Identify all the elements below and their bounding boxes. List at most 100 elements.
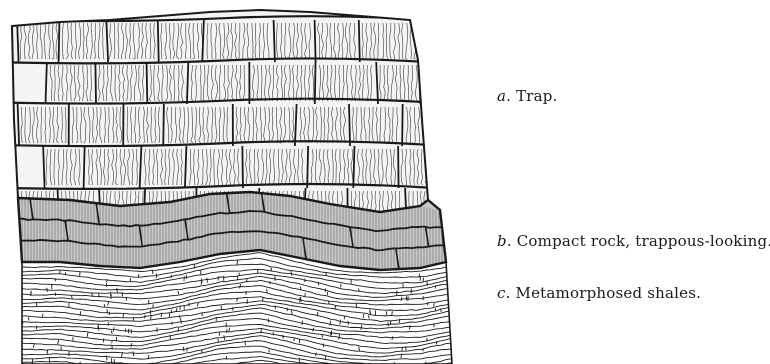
trap-block-edge bbox=[84, 146, 85, 188]
trap-hatch bbox=[426, 107, 428, 143]
shale-fracture bbox=[301, 297, 302, 302]
trap-block-edge bbox=[59, 20, 60, 62]
shale-fracture bbox=[325, 356, 326, 360]
trap-block-edge bbox=[307, 146, 308, 188]
shale-fracture bbox=[273, 332, 274, 335]
trap-hatch bbox=[469, 23, 470, 59]
legend-letter-b: b bbox=[497, 232, 507, 250]
trap-hatch bbox=[477, 23, 479, 59]
shale-fracture bbox=[341, 284, 342, 287]
shale-fracture bbox=[207, 278, 208, 283]
shale-fracture bbox=[107, 279, 108, 282]
trap-hatch bbox=[457, 23, 459, 59]
trap-hatch bbox=[423, 65, 425, 101]
trap-hatch bbox=[430, 107, 432, 143]
trap-hatch bbox=[418, 23, 420, 59]
trap-hatch bbox=[448, 191, 450, 227]
trap-block-edge bbox=[14, 188, 15, 230]
trap-block-edge bbox=[315, 20, 316, 62]
trap-hatch bbox=[474, 23, 476, 59]
trap-hatch bbox=[435, 65, 436, 101]
trap-hatch bbox=[451, 65, 453, 101]
shale-fracture bbox=[138, 274, 139, 278]
trap-hatch bbox=[433, 149, 435, 185]
trap-hatch bbox=[455, 65, 456, 101]
shale-fracture bbox=[131, 329, 132, 333]
trap-hatch bbox=[438, 107, 440, 143]
trap-hatch bbox=[450, 107, 452, 143]
trap-hatch bbox=[485, 23, 487, 59]
shale-fracture bbox=[42, 314, 43, 318]
trap-hatch bbox=[434, 107, 436, 143]
trap-block-edge bbox=[95, 62, 96, 104]
trap-hatch bbox=[458, 107, 460, 143]
trap-hatch bbox=[466, 107, 468, 143]
trap-hatch bbox=[446, 107, 448, 143]
legend-label-compact-rock: . Compact rock, trappous-looking. bbox=[507, 232, 770, 250]
shale-fracture bbox=[326, 272, 327, 275]
trap-hatch bbox=[431, 65, 432, 101]
trap-hatch bbox=[444, 191, 446, 227]
legend-letter-a: a bbox=[497, 87, 506, 105]
trap-block-edge bbox=[163, 104, 164, 146]
trap-block-edge bbox=[353, 146, 354, 188]
trap-hatch bbox=[449, 23, 451, 59]
trap-hatch bbox=[460, 191, 462, 227]
trap-hatch bbox=[439, 65, 441, 101]
trap-block-edge bbox=[242, 146, 243, 188]
trap-hatch bbox=[456, 191, 458, 227]
trap-hatch bbox=[454, 23, 455, 59]
shale-fracture bbox=[247, 299, 248, 304]
trap-hatch bbox=[429, 23, 430, 59]
trap-block-edge bbox=[315, 62, 316, 104]
shale-fracture bbox=[436, 341, 437, 344]
shale-fracture bbox=[103, 338, 104, 342]
trap-hatch bbox=[438, 149, 439, 185]
legend-label-metamorphosed-shales: . Metamorphosed shales. bbox=[506, 284, 701, 302]
trap-hatch bbox=[474, 65, 476, 101]
shale-fracture bbox=[107, 309, 108, 313]
legend-letter-c: c bbox=[497, 284, 506, 302]
trap-hatch bbox=[429, 149, 431, 185]
trap-hatch bbox=[463, 65, 465, 101]
trap-hatch bbox=[453, 107, 455, 143]
trap-hatch bbox=[442, 107, 444, 143]
shale-fracture bbox=[116, 337, 117, 342]
trap-block-edge bbox=[402, 104, 403, 146]
trap-hatch bbox=[461, 23, 462, 59]
trap-hatch bbox=[445, 23, 447, 59]
shale-fracture bbox=[399, 319, 400, 323]
trap-hatch bbox=[442, 65, 444, 101]
legend-label-trap: . Trap. bbox=[506, 87, 557, 105]
trap-block-edge bbox=[359, 20, 360, 62]
legend-item-metamorphosed-shales: c. Metamorphosed shales. bbox=[497, 284, 701, 302]
trap-hatch bbox=[446, 65, 448, 101]
trap-block-edge bbox=[147, 62, 148, 104]
shale-fracture bbox=[423, 278, 424, 282]
trap-hatch bbox=[470, 65, 472, 101]
trap-hatch bbox=[433, 23, 435, 59]
shale-fracture bbox=[183, 347, 184, 352]
shale-fracture bbox=[201, 271, 202, 275]
trap-hatch bbox=[441, 149, 443, 185]
trap-hatch bbox=[441, 23, 443, 59]
trap-hatch bbox=[481, 23, 482, 59]
trap-block-edge bbox=[349, 104, 350, 146]
shale-fracture bbox=[170, 335, 171, 339]
trap-block-edge bbox=[158, 20, 159, 62]
trap-hatch bbox=[452, 191, 454, 227]
shale-fracture bbox=[269, 349, 270, 352]
trap-hatch bbox=[459, 65, 461, 101]
trap-hatch bbox=[466, 65, 468, 101]
trap-hatch bbox=[422, 23, 424, 59]
legend-item-trap: a. Trap. bbox=[497, 87, 558, 105]
shale-fracture bbox=[246, 278, 247, 282]
shale-fracture bbox=[268, 318, 269, 322]
trap-hatch bbox=[489, 23, 490, 59]
trap-hatch bbox=[462, 107, 464, 143]
shale-fracture bbox=[300, 287, 301, 290]
legend-item-compact-rock: b. Compact rock, trappous-looking. bbox=[497, 232, 770, 250]
trap-hatch bbox=[465, 23, 467, 59]
shale-fracture bbox=[245, 341, 246, 345]
